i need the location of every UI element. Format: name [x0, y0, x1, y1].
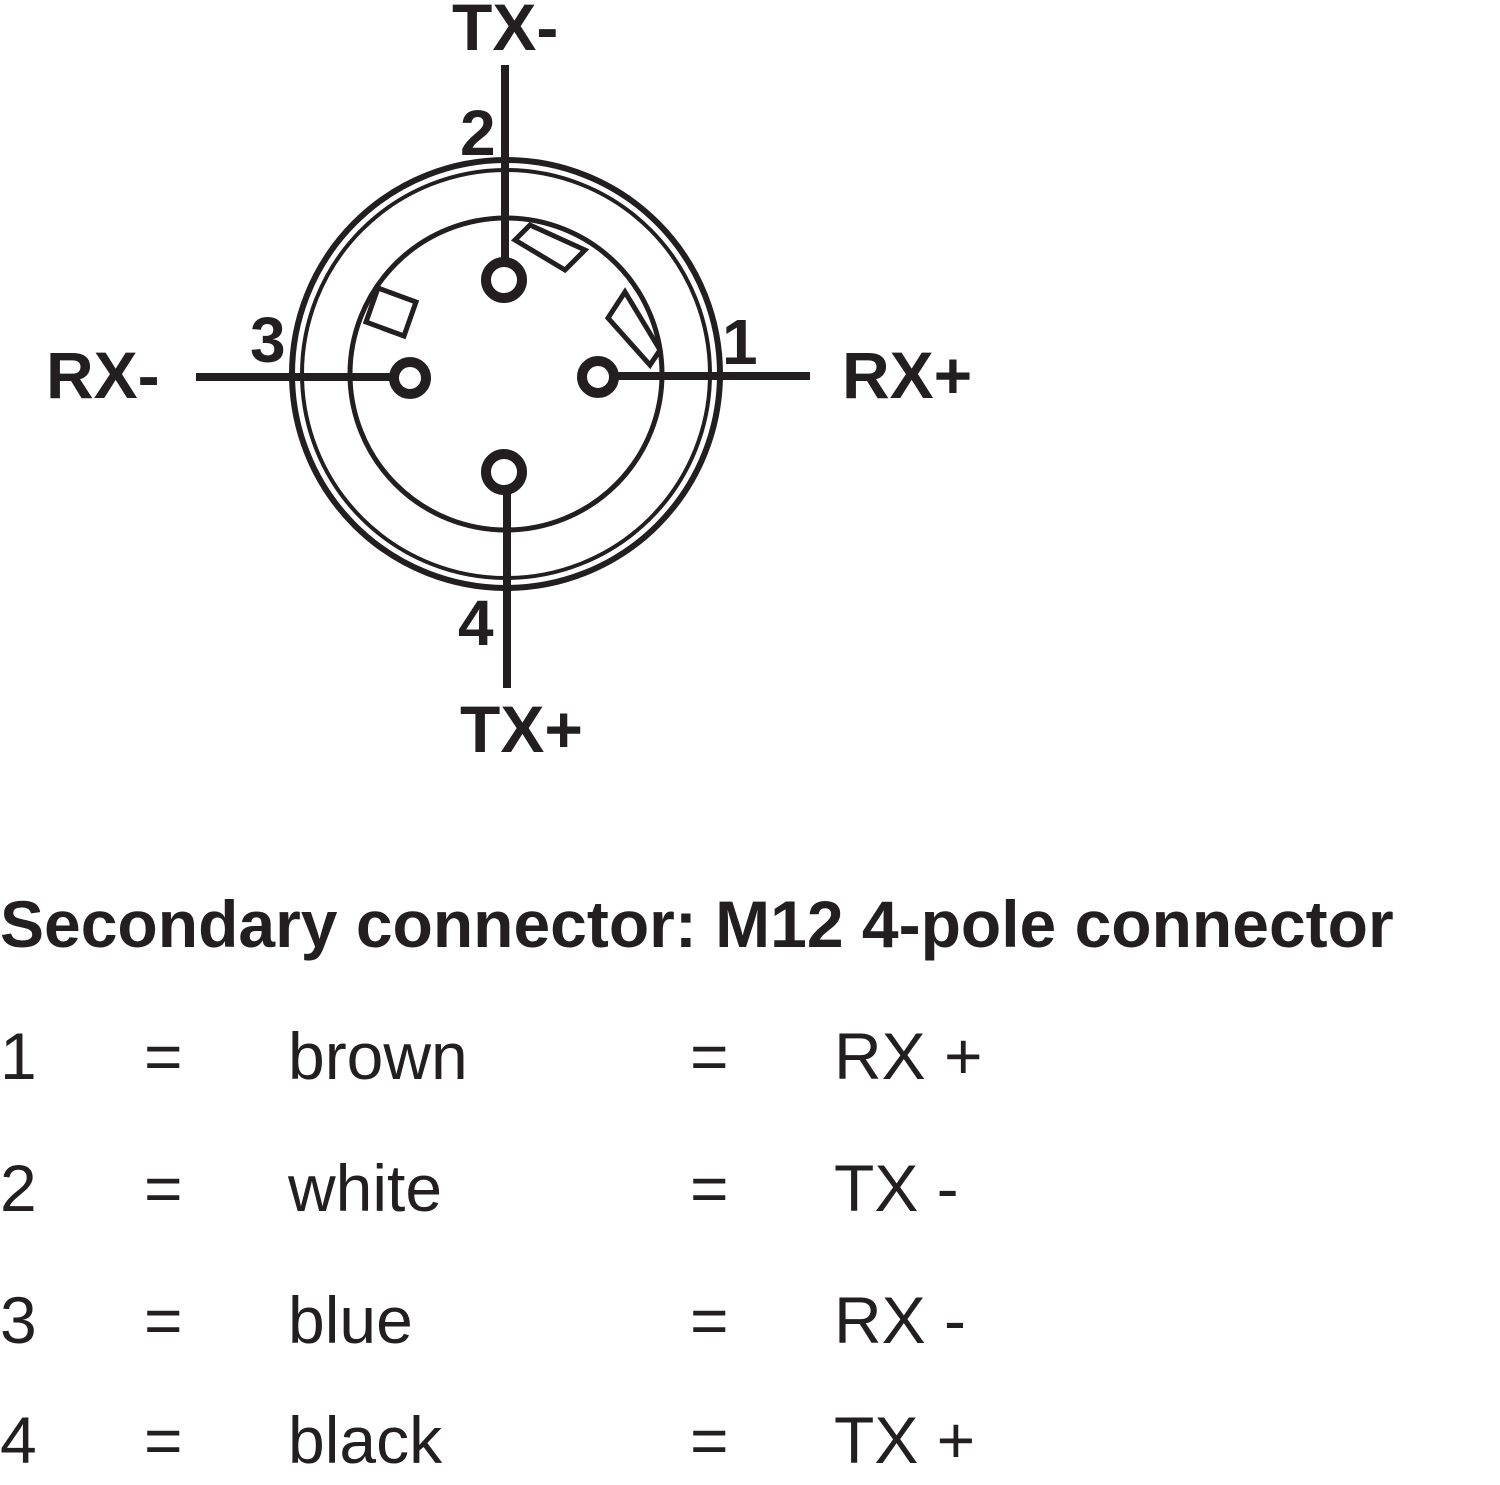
pin-number: 1	[0, 1019, 37, 1093]
signal-label-tx-plus: TX+	[460, 692, 583, 766]
pin-3-number: 3	[250, 304, 286, 376]
pin-4-number: 4	[458, 587, 494, 659]
signal-label-tx-minus: TX-	[452, 0, 558, 64]
signal-label-rx-plus: RX+	[842, 338, 972, 412]
wire-color: black	[288, 1403, 443, 1477]
equals-sign: =	[144, 1283, 183, 1357]
pinout-row-1: 1 = brown = RX +	[0, 1016, 1500, 1096]
wire-color: blue	[288, 1283, 413, 1357]
coding-key-top	[510, 222, 590, 274]
pin-1-contact	[577, 356, 619, 398]
signal-name: TX +	[834, 1403, 976, 1477]
equals-sign: =	[690, 1151, 729, 1225]
pinout-row-3: 3 = blue = RX -	[0, 1280, 1500, 1360]
pin-2-contact	[481, 257, 527, 303]
equals-sign: =	[144, 1151, 183, 1225]
signal-name: RX +	[834, 1019, 983, 1093]
pin-number: 4	[0, 1403, 37, 1477]
equals-sign: =	[690, 1283, 729, 1357]
coding-key-right	[604, 287, 663, 370]
equals-sign: =	[144, 1019, 183, 1093]
equals-sign: =	[690, 1019, 729, 1093]
connector-title: Secondary connector: M12 4-pole connecto…	[0, 887, 1394, 961]
m12-connector-diagram: 2 4 3 1 TX- TX+ RX- RX+	[46, 0, 972, 766]
pinout-row-2: 2 = white = TX -	[0, 1148, 1500, 1228]
coding-key-left	[362, 284, 420, 340]
pin-4-contact	[481, 449, 527, 495]
pinout-row-4: 4 = black = TX +	[0, 1400, 1500, 1480]
pin-2-number: 2	[460, 97, 496, 169]
signal-name: TX -	[834, 1151, 959, 1225]
wire-color: brown	[288, 1019, 468, 1093]
equals-sign: =	[144, 1403, 183, 1477]
signal-name: RX -	[834, 1283, 966, 1357]
wire-color: white	[288, 1151, 443, 1225]
signal-label-rx-minus: RX-	[46, 338, 160, 412]
pin-1-number: 1	[722, 306, 758, 378]
pin-number: 2	[0, 1151, 37, 1225]
equals-sign: =	[690, 1403, 729, 1477]
pin-number: 3	[0, 1283, 37, 1357]
pin-3-contact	[389, 357, 431, 399]
